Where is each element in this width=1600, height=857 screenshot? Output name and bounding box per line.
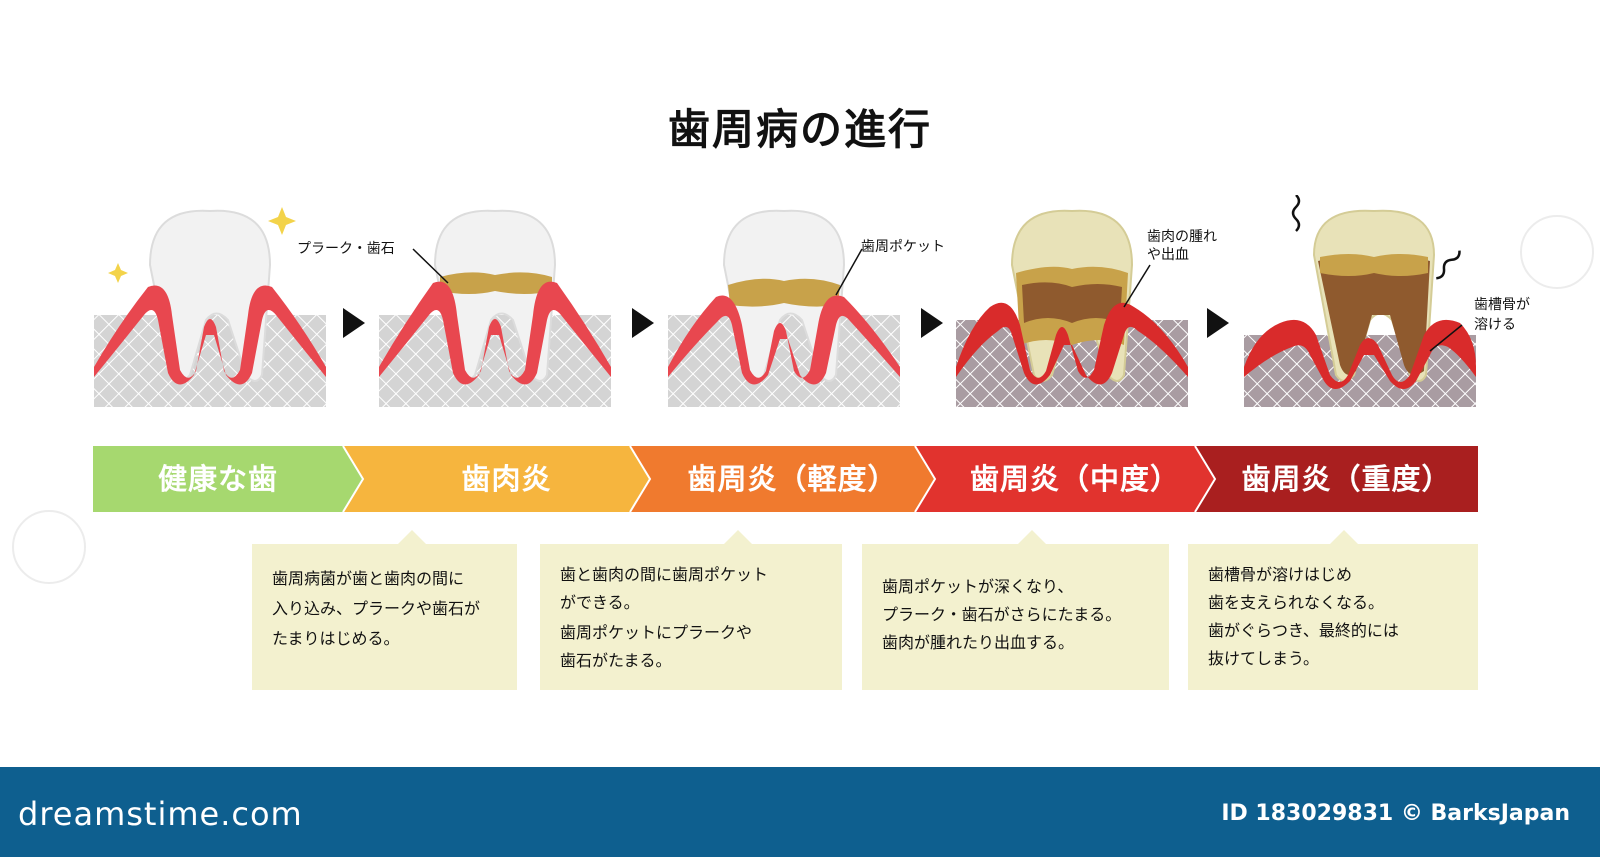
tooth-gingivitis xyxy=(379,209,611,407)
stage-label-gingivitis: 歯肉炎 xyxy=(461,462,552,496)
description-line: プラーク・歯石がさらにたまる。 xyxy=(882,605,1122,624)
wiggle-icon xyxy=(1436,250,1461,280)
watermark-logo xyxy=(1520,215,1594,289)
stage-segment-healthy xyxy=(93,446,363,512)
swelling-label-line1: 歯肉の腫れ xyxy=(1147,229,1217,245)
bone-label-line2: 溶ける xyxy=(1474,317,1516,333)
tooth-healthy xyxy=(94,207,326,407)
pocket-label: 歯周ポケット xyxy=(861,239,945,255)
tooth-moderate-periodontitis xyxy=(956,209,1188,407)
description-box-gingivitis: 歯周病菌が歯と歯肉の間に 入り込み、プラークや歯石が たまりはじめる。 xyxy=(252,530,517,690)
brand-logo[interactable]: dreamstime.com xyxy=(18,795,303,833)
stage-segment-moderate xyxy=(915,446,1215,512)
stage-segment-gingivitis xyxy=(343,446,650,512)
sparkle-icon xyxy=(108,263,128,283)
description-box-moderate: 歯周ポケットが深くなり、 プラーク・歯石がさらにたまる。 歯肉が腫れたり出血する… xyxy=(862,530,1169,690)
stage-label-severe: 歯周炎（重度） xyxy=(1241,462,1452,496)
arrow-right-icon xyxy=(632,308,654,338)
description-line: 歯肉が腫れたり出血する。 xyxy=(882,633,1075,652)
arrow-right-icon xyxy=(343,308,365,338)
arrow-right-icon xyxy=(921,308,943,338)
description-line: 抜けてしまう。 xyxy=(1208,649,1320,668)
stage-label-moderate: 歯周炎（中度） xyxy=(969,462,1180,496)
description-line: 歯と歯肉の間に歯周ポケット xyxy=(560,565,769,584)
wiggle-icon xyxy=(1291,195,1301,232)
description-line: たまりはじめる。 xyxy=(272,629,400,648)
description-line: 歯周ポケットにプラークや xyxy=(560,623,753,642)
stage-label-healthy: 健康な歯 xyxy=(157,462,278,496)
arrow-right-icon xyxy=(1207,308,1229,338)
watermark-logo xyxy=(12,510,86,584)
description-line: 歯周ポケットが深くなり、 xyxy=(882,577,1074,596)
description-line: 入り込み、プラークや歯石が xyxy=(272,599,481,618)
stage-segment-mild xyxy=(630,446,935,512)
footer-bar: dreamstime.com ID 183029831 © BarksJapan xyxy=(0,767,1600,857)
description-line: 歯がぐらつき、最終的には xyxy=(1208,621,1399,640)
description-box-severe: 歯槽骨が溶けはじめ 歯を支えられなくなる。 歯がぐらつき、最終的には 抜けてしま… xyxy=(1188,530,1478,690)
plaque-label: プラーク・歯石 xyxy=(297,241,395,257)
page-title: 歯周病の進行 xyxy=(667,105,932,154)
description-line: 歯周病菌が歯と歯肉の間に xyxy=(272,569,465,588)
tooth-severe-periodontitis xyxy=(1244,195,1476,407)
stage-label-mild: 歯周炎（軽度） xyxy=(687,462,898,496)
description-box-mild: 歯と歯肉の間に歯周ポケット ができる。 歯周ポケットにプラークや 歯石がたまる。 xyxy=(540,530,842,690)
image-credit: ID 183029831 © BarksJapan xyxy=(1221,801,1570,826)
bone-label-line1: 歯槽骨が xyxy=(1474,297,1530,313)
stage-progression-bar xyxy=(93,446,1478,512)
tooth-mild-periodontitis xyxy=(668,209,900,407)
sparkle-icon xyxy=(268,207,296,235)
teeth-illustrations xyxy=(94,195,1476,407)
stage-segment-severe xyxy=(1195,446,1478,512)
description-line: 歯槽骨が溶けはじめ xyxy=(1208,565,1353,584)
description-line: 歯石がたまる。 xyxy=(560,651,672,670)
description-line: ができる。 xyxy=(560,593,640,612)
swelling-label-line2: や出血 xyxy=(1147,247,1189,263)
description-line: 歯を支えられなくなる。 xyxy=(1208,593,1385,612)
